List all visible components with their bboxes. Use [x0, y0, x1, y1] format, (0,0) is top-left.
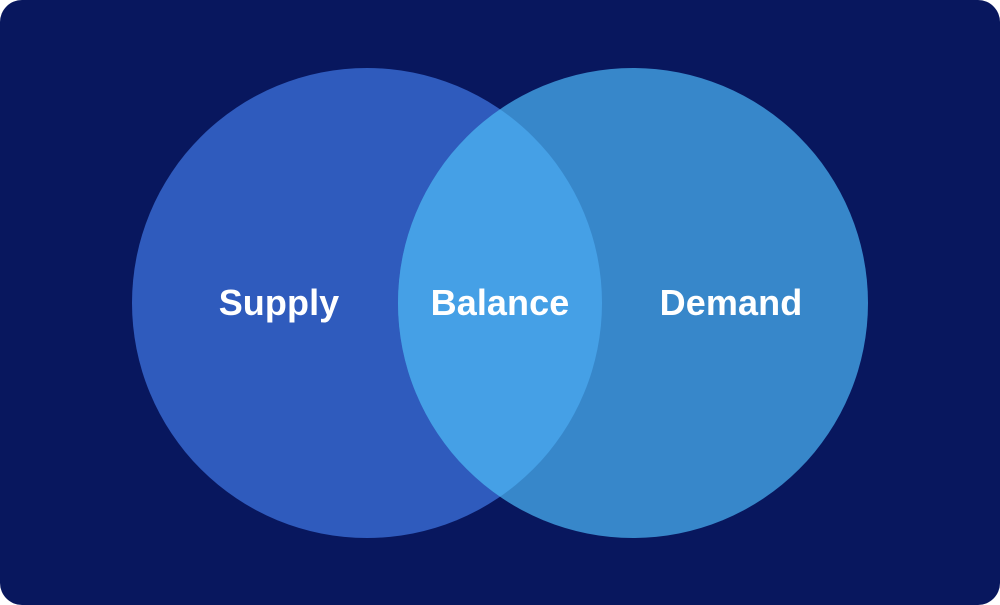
venn-label-demand: Demand	[659, 282, 803, 323]
venn-intersection-supply-demand[interactable]	[398, 68, 868, 538]
venn-intersection-group	[398, 68, 868, 538]
venn-label-supply: Supply	[218, 282, 340, 323]
venn-label-balance: Balance	[430, 282, 570, 323]
